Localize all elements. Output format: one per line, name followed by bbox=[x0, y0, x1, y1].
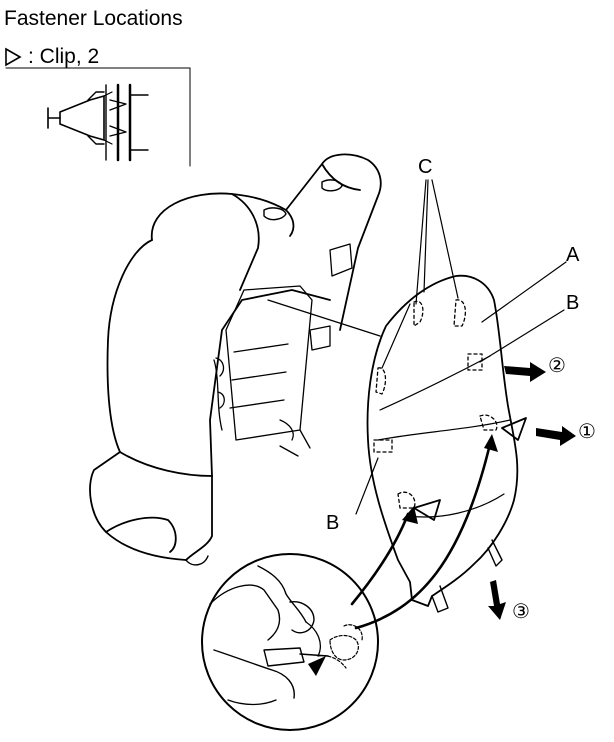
step-one: ① bbox=[578, 419, 596, 443]
callout-b-upper: B bbox=[566, 292, 580, 314]
leader-lines bbox=[355, 179, 567, 515]
triangle-outline-icon bbox=[413, 499, 441, 521]
arrowheads bbox=[308, 434, 498, 676]
callout-a: A bbox=[566, 244, 580, 266]
magnifier-detail bbox=[201, 553, 379, 731]
page-title: Fastener Locations bbox=[4, 7, 183, 30]
callout-c: C bbox=[418, 156, 433, 178]
triangle-outline-icon bbox=[5, 47, 22, 67]
step-three: ③ bbox=[512, 599, 530, 623]
clip-legend: : Clip, 2 bbox=[4, 44, 99, 70]
triangle-outline-icon bbox=[501, 417, 527, 441]
seat-frame bbox=[213, 243, 381, 457]
clip-markers bbox=[413, 417, 527, 521]
legend-label: : Clip, 2 bbox=[28, 45, 100, 68]
bold-arrow-icon bbox=[488, 362, 576, 620]
seat-back bbox=[89, 153, 382, 566]
callout-b-lower: B bbox=[326, 512, 340, 534]
clip-detail-inset bbox=[5, 67, 191, 167]
connection-arrows bbox=[350, 442, 492, 630]
step-two: ② bbox=[548, 353, 566, 377]
back-board bbox=[366, 274, 519, 613]
